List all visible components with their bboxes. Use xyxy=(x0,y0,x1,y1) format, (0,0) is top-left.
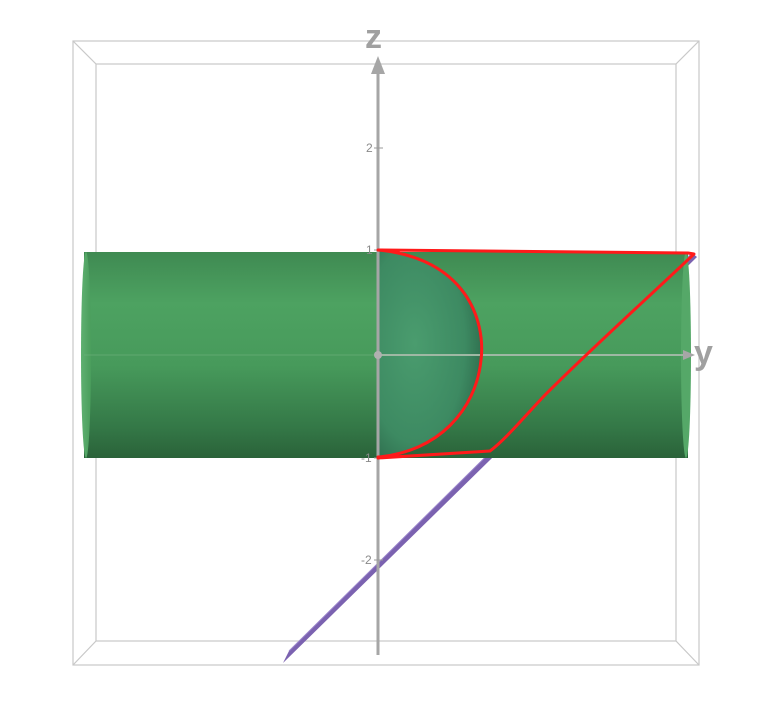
box-edge xyxy=(675,40,700,65)
z-tick-label: 2 xyxy=(366,141,373,155)
half-disk-cross-section xyxy=(378,250,483,457)
box-edge xyxy=(72,40,97,65)
z-tick-label: -2 xyxy=(361,553,372,567)
z-tick-label: -1 xyxy=(361,451,372,465)
axes xyxy=(371,56,695,655)
box-outer-face xyxy=(72,40,700,666)
box-edge xyxy=(72,640,97,666)
z-axis-arrow-icon xyxy=(371,56,385,74)
z-tick-labels: 2 1 -1 -2 xyxy=(361,141,373,567)
z-tick-label: 1 xyxy=(366,243,373,257)
y-axis-label: y xyxy=(694,334,713,372)
y-axis-arrow-icon xyxy=(683,350,695,360)
red-boundary-curve xyxy=(376,248,696,460)
box-edge xyxy=(675,640,700,666)
z-axis-label: z xyxy=(365,18,382,56)
origin-marker xyxy=(374,351,382,359)
